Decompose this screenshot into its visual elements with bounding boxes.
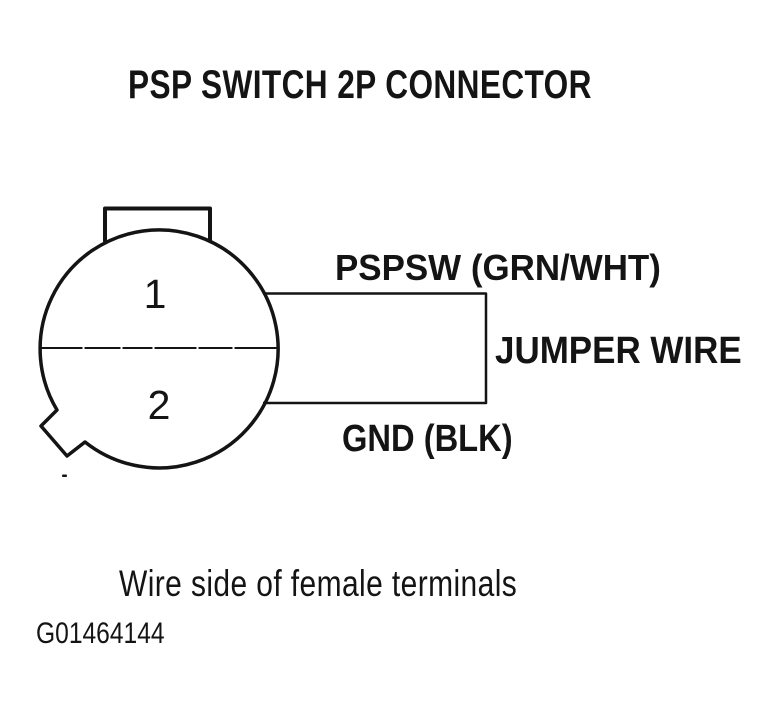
figure-id: G01464144 [36, 617, 165, 650]
terminal-1-number: 1 [144, 271, 167, 317]
ink-speck [62, 474, 67, 477]
connector-tab [103, 206, 212, 243]
label-terminal-2-wire: GND (BLK) [342, 418, 513, 460]
page-title: PSP SWITCH 2P CONNECTOR [128, 63, 592, 107]
jumper-wire-loop [263, 292, 488, 405]
label-jumper-wire: JUMPER WIRE [495, 330, 742, 372]
diagram-caption: Wire side of female terminals [119, 563, 518, 604]
label-terminal-1-wire: PSPSW (GRN/WHT) [335, 247, 661, 288]
terminal-2-number: 2 [148, 382, 171, 428]
